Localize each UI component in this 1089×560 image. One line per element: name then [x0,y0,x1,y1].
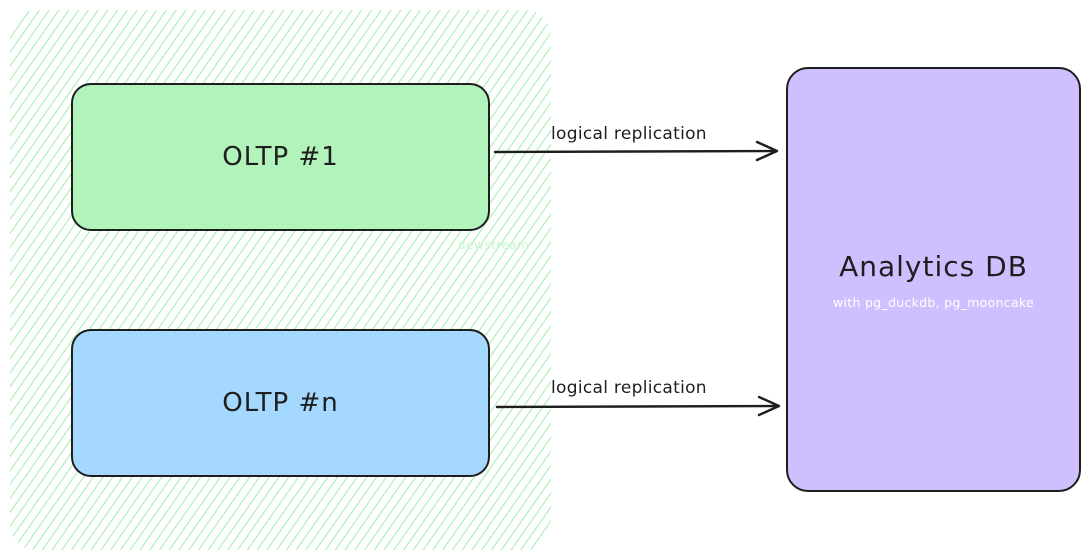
node-analytics-title: Analytics DB [839,249,1028,283]
node-analytics-db[interactable]: Analytics DB with pg_duckdb, pg_mooncake [786,67,1081,492]
node-oltp-n-label: OLTP #n [222,388,339,418]
node-oltp-1-label: OLTP #1 [222,142,339,172]
region-label: dewstream [458,238,530,252]
node-analytics-subtitle: with pg_duckdb, pg_mooncake [832,294,1035,310]
node-oltp-n[interactable]: OLTP #n [71,329,490,477]
edge-label-bottom: logical replication [551,378,707,398]
edge-label-top: logical replication [551,124,707,144]
node-oltp-1[interactable]: OLTP #1 [71,83,490,231]
